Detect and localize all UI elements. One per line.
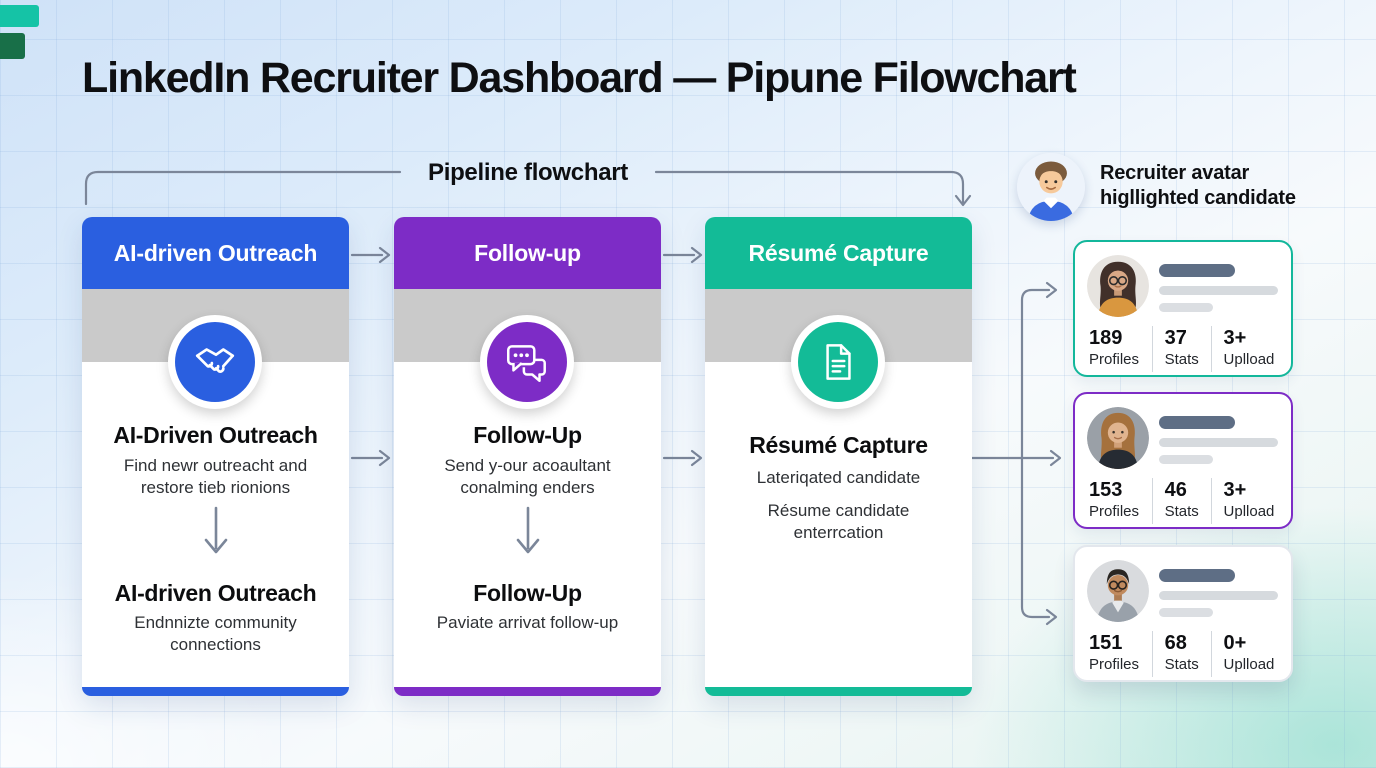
stat-label: Profiles [1089, 503, 1140, 520]
stat-value: 153 [1089, 479, 1123, 501]
candidate-card: 189 Profiles 37 Stats 3+ Uplload [1073, 240, 1293, 377]
arrow-col1-col2-mid [350, 449, 391, 467]
pipeline-column-resume-capture: Résumé Capture Résumé Capture Lateriqate… [705, 217, 972, 696]
stat-upload: 3+ Uplload [1210, 478, 1291, 524]
stat-upload: 0+ Uplload [1210, 631, 1291, 677]
stat-value: 151 [1089, 632, 1123, 654]
stat-label: Stats [1164, 503, 1199, 520]
stat-label: Uplload [1223, 503, 1275, 520]
chat-bubbles-icon [487, 322, 567, 402]
recruiter-avatar-label: Recruiter avatar higllighted candidate [1100, 161, 1296, 211]
stat-stats: 37 Stats [1151, 326, 1211, 372]
arrow-col3-card2 [970, 449, 1062, 467]
candidate-photo [1087, 407, 1149, 469]
stat-value: 3+ [1223, 479, 1247, 501]
down-arrow-icon [204, 506, 227, 554]
stat-label: Profiles [1089, 351, 1140, 368]
stat-value: 37 [1164, 327, 1187, 349]
man-avatar-illustration [1017, 153, 1085, 221]
arrow-col2-col3-mid [662, 449, 703, 467]
placeholder-bar-name [1159, 416, 1235, 429]
candidate-stats: 151 Profiles 68 Stats 0+ Uplload [1075, 631, 1291, 677]
placeholder-bar-name [1159, 264, 1235, 277]
stat-profiles: 153 Profiles [1075, 478, 1152, 524]
bracket-left-line [84, 170, 402, 206]
column-header: Follow-up [394, 217, 661, 289]
placeholder-bar-line2 [1159, 608, 1213, 617]
arrow-branch-card3 [1020, 456, 1058, 626]
candidate-photo [1087, 255, 1149, 317]
stat-label: Profiles [1089, 656, 1140, 673]
recruiter-label-line2: higllighted candidate [1100, 187, 1296, 209]
placeholder-bar-line1 [1159, 591, 1278, 600]
column-header-label: Follow-up [474, 239, 581, 266]
column-footer-bar [82, 687, 349, 696]
column-header: Résumé Capture [705, 217, 972, 289]
corner-accent-green [0, 33, 25, 59]
candidate-stats: 189 Profiles 37 Stats 3+ Uplload [1075, 326, 1291, 372]
stat-label: Stats [1164, 656, 1199, 673]
stat-profiles: 151 Profiles [1075, 631, 1152, 677]
candidate-stats: 153 Profiles 46 Stats 3+ Uplload [1075, 478, 1291, 524]
stat-value: 189 [1089, 327, 1123, 349]
stage-heading: AI-driven Outreach [114, 580, 317, 606]
icon-ring [480, 315, 574, 409]
stat-stats: 68 Stats [1151, 631, 1211, 677]
placeholder-bar-name [1159, 569, 1235, 582]
placeholder-bar-line1 [1159, 438, 1278, 447]
column-footer-bar [394, 687, 661, 696]
page-title: LinkedIn Recruiter Dashboard — Pipune Fi… [82, 54, 1077, 102]
pipeline-column-follow-up: Follow-up Follow-Up Send y-our acoaultan… [394, 217, 661, 696]
stat-label: Stats [1164, 351, 1199, 368]
stage-description: Paviate arrivat follow-up [436, 613, 619, 632]
candidate-photo [1087, 560, 1149, 622]
handshake-icon [175, 322, 255, 402]
candidate-card: 151 Profiles 68 Stats 0+ Uplload [1073, 545, 1293, 682]
document-icon [798, 322, 878, 402]
stage-description: Endnnizte community connections [134, 613, 297, 655]
candidate-card: 153 Profiles 46 Stats 3+ Uplload [1073, 392, 1293, 529]
flowchart-label: Pipeline flowchart [428, 159, 628, 186]
placeholder-bar-line2 [1159, 455, 1213, 464]
stat-profiles: 189 Profiles [1075, 326, 1152, 372]
down-arrow-icon [516, 506, 539, 554]
placeholder-bar-line2 [1159, 303, 1213, 312]
stat-value: 0+ [1223, 632, 1247, 654]
icon-ring [168, 315, 262, 409]
recruiter-label-line1: Recruiter avatar [1100, 162, 1250, 184]
stat-value: 68 [1164, 632, 1187, 654]
column-footer-bar [705, 687, 972, 696]
stage-heading: Follow-Up [473, 580, 582, 606]
arrow-col1-col2-top [350, 246, 391, 264]
stage-description: Send y-our acoaultant conalming enders [444, 456, 611, 498]
arrow-branch-card1 [1020, 281, 1058, 460]
stat-stats: 46 Stats [1151, 478, 1211, 524]
icon-ring [791, 315, 885, 409]
pipeline-column-ai-outreach: AI-driven Outreach AI-Driven Outreach Fi… [82, 217, 349, 696]
bracket-right-arrow [654, 170, 972, 207]
column-header-label: AI-driven Outreach [113, 239, 318, 266]
stat-upload: 3+ Uplload [1210, 326, 1291, 372]
placeholder-bar-line1 [1159, 286, 1278, 295]
column-header-label: Résumé Capture [748, 239, 929, 266]
stage-description: Résume candidate enterrcation [767, 501, 910, 543]
stage-heading: Follow-Up [473, 422, 582, 448]
column-header: AI-driven Outreach [82, 217, 349, 289]
corner-accent-teal [0, 5, 39, 27]
stat-value: 46 [1164, 479, 1187, 501]
stat-value: 3+ [1223, 327, 1247, 349]
arrow-col2-col3-top [662, 246, 703, 264]
stat-label: Uplload [1223, 656, 1275, 673]
stage-description: Lateriqated candidate [756, 468, 921, 487]
stage-heading: Résumé Capture [749, 432, 928, 458]
stage-description: Find newr outreacht and restore tieb rio… [123, 456, 308, 498]
stage-heading: AI-Driven Outreach [113, 422, 318, 448]
recruiter-avatar [1017, 153, 1085, 221]
stat-label: Uplload [1223, 351, 1275, 368]
